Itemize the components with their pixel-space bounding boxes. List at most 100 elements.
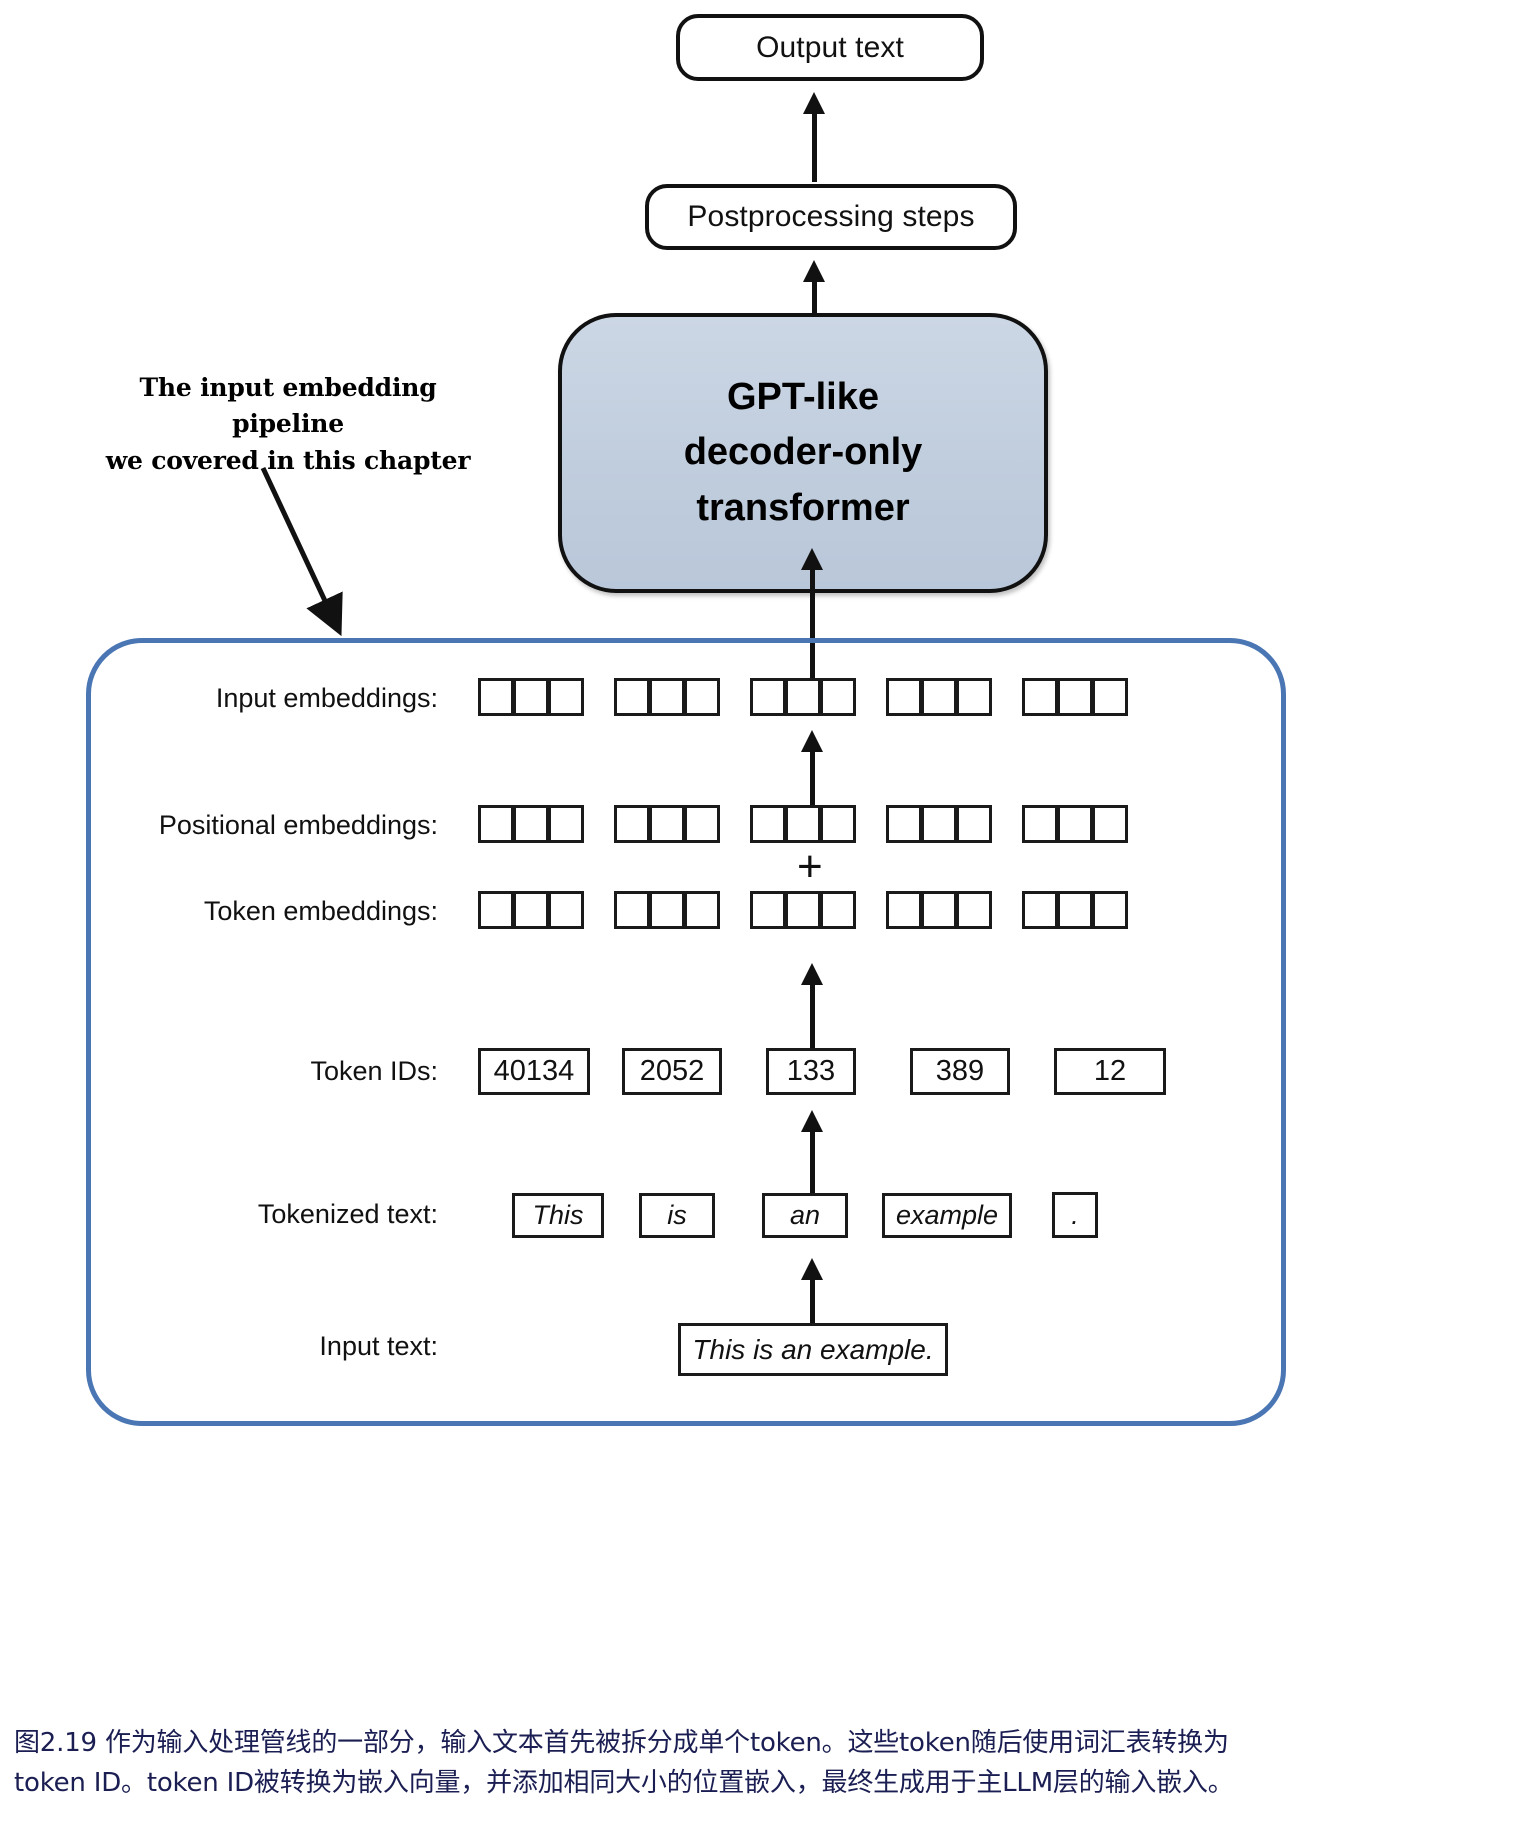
token-id-box: 2052 bbox=[622, 1047, 722, 1095]
embedding-group bbox=[478, 891, 584, 929]
embedding-cell bbox=[921, 678, 957, 716]
postprocessing-label: Postprocessing steps bbox=[687, 200, 975, 233]
token-embeddings-row bbox=[478, 891, 1158, 929]
arrowhead bbox=[801, 1258, 823, 1280]
embedding-group bbox=[614, 891, 720, 929]
embedding-cell bbox=[684, 805, 720, 843]
embedding-cell bbox=[478, 891, 514, 929]
embedding-group bbox=[614, 678, 720, 716]
token-id-box: 133 bbox=[766, 1047, 856, 1095]
embedding-cell bbox=[548, 805, 584, 843]
embedding-cell bbox=[1057, 678, 1093, 716]
embedding-cell bbox=[649, 678, 685, 716]
arrowhead bbox=[801, 1110, 823, 1132]
transformer-label-line: decoder-only bbox=[683, 431, 923, 474]
embedding-cell bbox=[649, 891, 685, 929]
embedding-cell bbox=[1092, 805, 1128, 843]
embedding-cell bbox=[956, 891, 992, 929]
embedding-cell bbox=[1022, 805, 1058, 843]
annotation-line: we covered in this chapter bbox=[105, 445, 471, 475]
token-box: an bbox=[762, 1192, 848, 1238]
embedding-cell bbox=[750, 678, 786, 716]
embedding-cell bbox=[478, 805, 514, 843]
row-label-input-text: Input text: bbox=[319, 1331, 438, 1361]
embedding-cell bbox=[921, 891, 957, 929]
embedding-cell bbox=[785, 891, 821, 929]
embedding-cell bbox=[649, 805, 685, 843]
output-text-box: Output text bbox=[676, 14, 984, 81]
postprocessing-box: Postprocessing steps bbox=[645, 184, 1017, 250]
embedding-cell bbox=[785, 805, 821, 843]
embedding-cell bbox=[1092, 891, 1128, 929]
arrow-shaft bbox=[812, 274, 817, 316]
embedding-cell bbox=[513, 805, 549, 843]
embedding-cell bbox=[513, 891, 549, 929]
embedding-cell bbox=[886, 805, 922, 843]
arrow-shaft bbox=[810, 562, 815, 710]
embedding-group bbox=[1022, 805, 1128, 843]
figure-caption: 图2.19 作为输入处理管线的一部分，输入文本首先被拆分成单个token。这些t… bbox=[14, 1724, 1506, 1803]
embedding-group bbox=[886, 805, 992, 843]
embedding-cell bbox=[614, 805, 650, 843]
embedding-group bbox=[750, 891, 856, 929]
embedding-cell bbox=[956, 678, 992, 716]
output-text-label: Output text bbox=[756, 30, 904, 64]
caption-line-2: token ID。token ID被转换为嵌入向量，并添加相同大小的位置嵌入，最… bbox=[14, 1767, 1234, 1798]
row-label-token-embeddings: Token embeddings: bbox=[203, 896, 438, 926]
embedding-cell bbox=[1022, 678, 1058, 716]
embedding-cell bbox=[478, 678, 514, 716]
arrowhead bbox=[801, 963, 823, 985]
embedding-group bbox=[886, 891, 992, 929]
embedding-group bbox=[886, 678, 992, 716]
embedding-cell bbox=[820, 891, 856, 929]
row-label-token-ids: Token IDs: bbox=[310, 1056, 438, 1086]
embedding-cell bbox=[1092, 678, 1128, 716]
transformer-label-line: transformer bbox=[696, 486, 910, 529]
embedding-cell bbox=[1057, 891, 1093, 929]
embedding-cell bbox=[614, 891, 650, 929]
embedding-cell bbox=[820, 678, 856, 716]
embedding-cell bbox=[750, 891, 786, 929]
positional-embeddings-row bbox=[478, 805, 1158, 843]
embedding-cell bbox=[1022, 891, 1058, 929]
embedding-group bbox=[614, 805, 720, 843]
embedding-cell bbox=[886, 891, 922, 929]
caption-line-1: 图2.19 作为输入处理管线的一部分，输入文本首先被拆分成单个token。这些t… bbox=[14, 1728, 1229, 1758]
token-id-box: 389 bbox=[910, 1047, 1010, 1095]
embedding-group bbox=[1022, 678, 1128, 716]
arrowhead bbox=[803, 92, 825, 114]
embedding-group bbox=[750, 678, 856, 716]
arrowhead bbox=[803, 260, 825, 282]
embedding-cell bbox=[548, 891, 584, 929]
token-box: is bbox=[639, 1192, 715, 1238]
row-label-tokenized-text: Tokenized text: bbox=[257, 1199, 438, 1229]
token-box: This bbox=[512, 1192, 604, 1238]
arrowhead bbox=[801, 548, 823, 570]
embedding-group bbox=[750, 805, 856, 843]
annotation-arrow-icon bbox=[260, 466, 343, 637]
token-ids-row: 40134 2052 133 389 12 bbox=[478, 1046, 1178, 1096]
arrow-shaft bbox=[810, 1272, 815, 1336]
embedding-cell bbox=[956, 805, 992, 843]
token-id-box: 40134 bbox=[478, 1047, 590, 1095]
arrow-shaft bbox=[810, 744, 815, 810]
arrowhead bbox=[801, 730, 823, 752]
token-id-box: 12 bbox=[1054, 1047, 1166, 1095]
embedding-cell bbox=[614, 678, 650, 716]
embedding-cell bbox=[785, 678, 821, 716]
row-label-input-embeddings: Input embeddings: bbox=[215, 683, 438, 713]
token-box: example bbox=[882, 1192, 1012, 1238]
embedding-cell bbox=[684, 678, 720, 716]
input-embeddings-row bbox=[478, 678, 1158, 716]
token-box: . bbox=[1052, 1192, 1098, 1238]
embedding-cell bbox=[684, 891, 720, 929]
arrow-shaft bbox=[812, 106, 817, 182]
embedding-cell bbox=[548, 678, 584, 716]
input-text-box: This is an example. bbox=[678, 1323, 948, 1376]
embedding-group bbox=[1022, 891, 1128, 929]
embedding-cell bbox=[886, 678, 922, 716]
